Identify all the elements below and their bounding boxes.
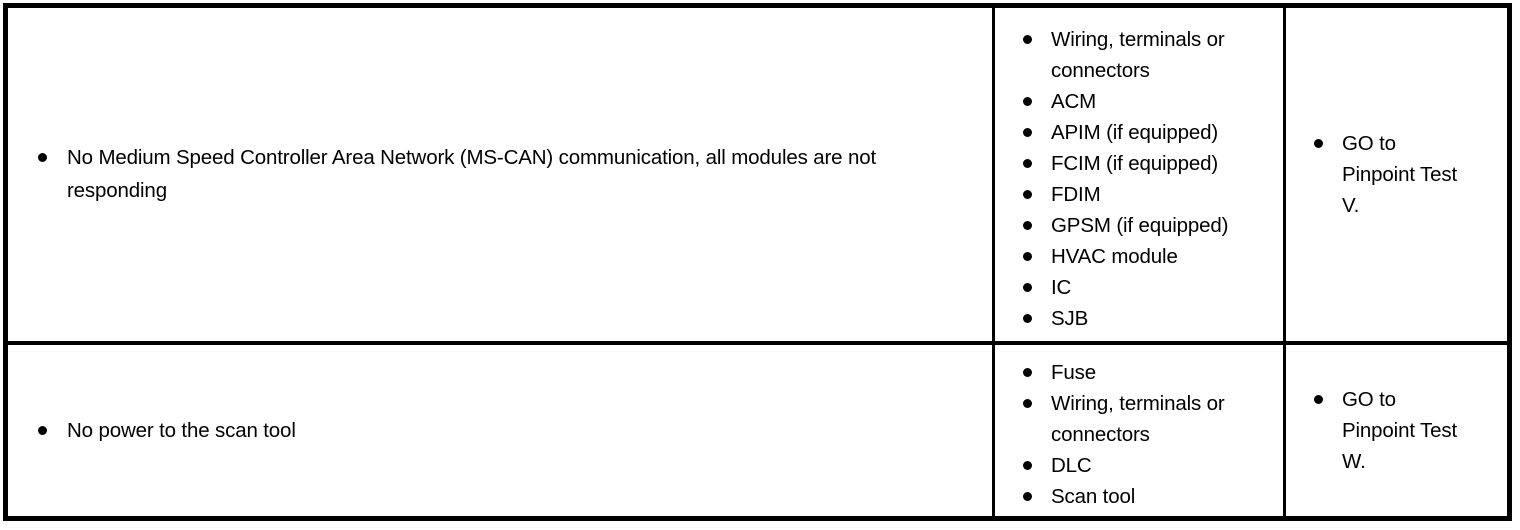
bullet-dot-icon: [1023, 158, 1032, 168]
symptom-chart-table: No Medium Speed Controller Area Network …: [3, 3, 1512, 521]
bullet-dot-icon: [1023, 368, 1032, 378]
list-item: IC: [1023, 272, 1273, 303]
symptom-bullet-list: No Medium Speed Controller Area Network …: [38, 141, 976, 207]
symptom-cell: No power to the scan tool: [5, 340, 995, 519]
list-item: Wiring, terminals or connectors: [1023, 388, 1273, 450]
action-text: GO to Pinpoint Test W.: [1342, 387, 1458, 473]
bullet-dot-icon: [1023, 492, 1032, 502]
source-text: Wiring, terminals or connectors: [1051, 27, 1225, 82]
action-cell: GO to Pinpoint Test V.: [1284, 5, 1510, 343]
list-item: GO to Pinpoint Test W.: [1314, 384, 1497, 477]
action-cell: GO to Pinpoint Test W.: [1284, 340, 1510, 519]
symptom-cell-inner: No power to the scan tool: [8, 414, 992, 447]
list-item: APIM (if equipped): [1023, 117, 1273, 148]
source-text: GPSM (if equipped): [1051, 213, 1229, 237]
list-item: FDIM: [1023, 179, 1273, 210]
action-text: GO to Pinpoint Test V.: [1342, 131, 1458, 217]
source-text: APIM (if equipped): [1051, 120, 1219, 144]
list-item: Wiring, terminals or connectors: [1023, 24, 1273, 86]
bullet-dot-icon: [1023, 399, 1032, 409]
source-text: HVAC module: [1051, 244, 1178, 268]
bullet-dot-icon: [1023, 313, 1032, 323]
bullet-dot-icon: [1023, 461, 1032, 471]
source-text: Scan tool: [1051, 485, 1136, 509]
list-item: Scan tool: [1023, 481, 1273, 512]
bullet-dot-icon: [1023, 189, 1032, 199]
bullet-dot-icon: [1023, 251, 1032, 261]
possible-source-bullet-list: Wiring, terminals or connectors ACM APIM…: [1023, 24, 1273, 334]
possible-source-bullet-list: Fuse Wiring, terminals or connectors DLC: [1023, 357, 1273, 512]
list-item: Fuse: [1023, 357, 1273, 388]
list-item: SJB: [1023, 303, 1273, 334]
symptom-bullet-list: No power to the scan tool: [38, 414, 976, 447]
action-bullet-list: GO to Pinpoint Test V.: [1314, 128, 1497, 221]
bullet-dot-icon: [38, 153, 47, 163]
action-bullet-list: GO to Pinpoint Test W.: [1314, 384, 1497, 477]
bullet-dot-icon: [1023, 96, 1032, 106]
list-item: No Medium Speed Controller Area Network …: [38, 141, 976, 207]
source-text: IC: [1051, 275, 1072, 299]
source-text: Wiring, terminals or connectors: [1051, 392, 1225, 447]
source-text: FCIM (if equipped): [1051, 151, 1219, 175]
bullet-dot-icon: [1023, 220, 1032, 230]
source-text: FDIM: [1051, 182, 1101, 206]
bullet-dot-icon: [1023, 282, 1032, 292]
symptom-chart-body: No Medium Speed Controller Area Network …: [5, 5, 1510, 519]
possible-source-cell: Fuse Wiring, terminals or connectors DLC: [993, 340, 1286, 519]
bullet-dot-icon: [38, 425, 47, 435]
bullet-dot-icon: [1023, 34, 1032, 44]
symptom-text: No Medium Speed Controller Area Network …: [67, 146, 877, 203]
list-item: GO to Pinpoint Test V.: [1314, 128, 1497, 221]
bullet-dot-icon: [1023, 127, 1032, 137]
possible-source-cell-inner: Fuse Wiring, terminals or connectors DLC: [995, 348, 1283, 512]
table-row: No power to the scan tool Fuse: [5, 340, 1510, 519]
list-item: ACM: [1023, 86, 1273, 117]
source-text: SJB: [1051, 306, 1089, 330]
possible-source-cell: Wiring, terminals or connectors ACM APIM…: [993, 5, 1286, 343]
list-item: No power to the scan tool: [38, 414, 976, 447]
table-row: No Medium Speed Controller Area Network …: [5, 5, 1510, 343]
bullet-dot-icon: [1314, 138, 1323, 148]
list-item: FCIM (if equipped): [1023, 148, 1273, 179]
bullet-dot-icon: [1314, 394, 1323, 404]
list-item: DLC: [1023, 450, 1273, 481]
symptom-chart-container: No Medium Speed Controller Area Network …: [3, 3, 1512, 521]
symptom-cell: No Medium Speed Controller Area Network …: [5, 5, 995, 343]
source-text: Fuse: [1051, 361, 1096, 385]
action-cell-inner: GO to Pinpoint Test W.: [1286, 384, 1507, 477]
symptom-text: No power to the scan tool: [67, 418, 296, 442]
source-text: DLC: [1051, 454, 1092, 478]
possible-source-cell-inner: Wiring, terminals or connectors ACM APIM…: [995, 15, 1283, 334]
symptom-cell-inner: No Medium Speed Controller Area Network …: [8, 141, 992, 207]
list-item: HVAC module: [1023, 241, 1273, 272]
source-text: ACM: [1051, 89, 1097, 113]
list-item: GPSM (if equipped): [1023, 210, 1273, 241]
action-cell-inner: GO to Pinpoint Test V.: [1286, 128, 1507, 221]
